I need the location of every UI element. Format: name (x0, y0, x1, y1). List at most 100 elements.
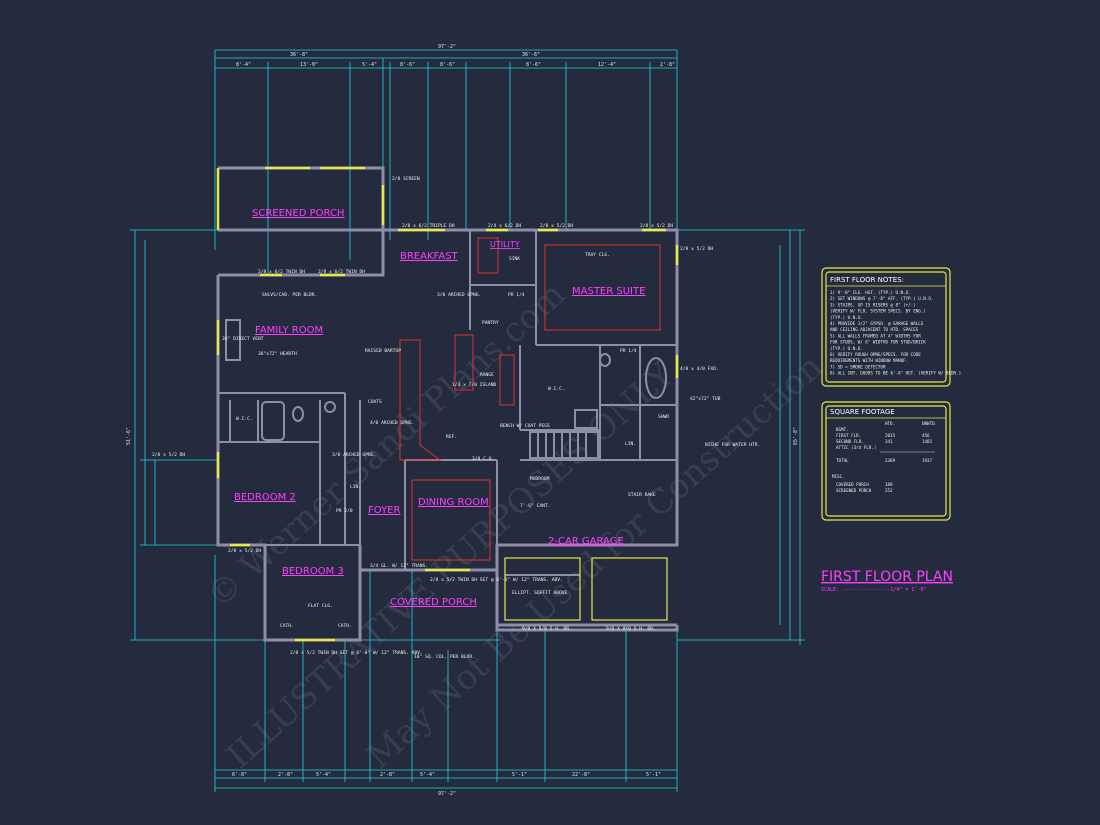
sqft-misc-value: 189 (885, 482, 893, 487)
note-dh-bed2b: 2/8 x 5/2 DH (228, 548, 261, 554)
dim-bottom-7: 22'-8" (572, 772, 590, 778)
sqft-total-label: TOTAL (836, 458, 849, 463)
notes-line: (TYP.) U.N.O. (830, 315, 863, 320)
notes-line: 8) ALL INT. DOORS TO BE 6'-8" HGT. (VERI… (830, 371, 961, 376)
sqft-row-label: ATTIC (3rd FLR.) (836, 445, 876, 450)
room-family-room: FAMILY ROOM (255, 325, 323, 336)
dim-bottom-4: 2'-8" (380, 772, 395, 778)
dim-top-5: 8'-6" (440, 62, 455, 68)
dim-top-2: 13'-0" (300, 62, 318, 68)
dim-side-left: 51'-6" (126, 427, 132, 445)
stairs (529, 431, 599, 459)
dim-side-right: 65'-8" (793, 427, 799, 445)
notes-line: 4) PROVIDE 1/2" GYPSD. @ GARAGE WALLS (830, 321, 924, 326)
plan-title-block: FIRST FLOOR PLAN SCALE: ----------------… (821, 569, 953, 593)
note-twin-dh-2: 2/8 x 6/2 TWIN DH (318, 269, 365, 275)
note-dh-d: 2/8 x 5/2 DH (680, 246, 713, 252)
dim-top-8: 2'-8" (660, 62, 675, 68)
note-co: 3/0 C.O. (472, 456, 494, 462)
dim-bottom-5: 5'-4" (420, 772, 435, 778)
note-pr14a: PR 1/4 (508, 292, 525, 298)
room-lin-2: LIN. (625, 441, 636, 447)
note-niche: NICHE FOR WATER HTR. (705, 442, 760, 448)
dim-bottom-8: 5'-1" (646, 772, 661, 778)
notes-lines: 1) 9'-0" CLG. HGT. (TYP.) U.N.O.2) SET W… (830, 290, 961, 376)
plan-scale: SCALE: ----------------1/4" = 1'-0" (821, 587, 926, 593)
note-direct-vent: 36" DIRECT VENT (222, 336, 264, 342)
note-stair: STAIR RAKE (628, 492, 656, 498)
note-arched-opng-3: 3/0 ARCHED OPNG. (332, 452, 376, 458)
dim-overall-bottom: 97'-2" (438, 791, 456, 797)
dim-top-4: 8'-6" (400, 62, 415, 68)
interior-walls (218, 230, 677, 576)
dim-left-block: 36'-8" (290, 52, 308, 58)
room-wic-2: W.I.C. (548, 386, 565, 392)
room-utility: UTILITY (490, 240, 520, 249)
note-tray-clg: TRAY CLG. (585, 252, 610, 258)
dim-overall-top: 97'-2" (438, 44, 456, 50)
sqft-misc-label: COVERED PORCH (836, 482, 869, 487)
note-ref: REF. (446, 434, 457, 440)
note-shelves: SHLVS/CAB. PER BLDR. (262, 292, 317, 298)
room-wic-1: W.I.C. (236, 416, 253, 422)
room-labels: SCREENED PORCH BREAKFAST MASTER SUITE FA… (234, 208, 645, 608)
note-ellipt: ELLIPT. SOFFIT ABOVE (512, 590, 568, 596)
notes-line: 5) ALL WALLS FRAMED AT 4" WIDTHS FOR (830, 333, 921, 338)
sqft-misc-label: SCREENED PORCH (836, 488, 872, 493)
note-arched-opng-2: 4/0 ARCHED OPNG. (370, 420, 414, 426)
sqft-row-unhtd: 456 (922, 433, 930, 438)
garage-door-left (504, 557, 581, 621)
note-hearth: 36"x72" HEARTH (258, 351, 297, 357)
room-mudroom: MUDROOM (530, 476, 550, 482)
square-footage-box: SQUARE FOOTAGE HTD. UNHTD. BSMT.FIRST FL… (821, 401, 951, 521)
note-tub: 42"x72" TUB (690, 396, 721, 402)
dim-top-1: 8'-4" (236, 62, 251, 68)
sqft-misc-value: 252 (885, 488, 893, 493)
notes-line: 1) 9'-0" CLG. HGT. (TYP.) U.N.O. (830, 290, 911, 295)
watermark: © Werner Sandi Plans.com ILLUSTRATIVE PU… (199, 274, 830, 776)
note-flat-clg: FLAT CLG. (308, 603, 333, 609)
note-triple-dh: 2/8 x 6/2 TRIPLE DH (402, 223, 455, 229)
dim-bottom-6: 5'-1" (512, 772, 527, 778)
dim-right-block: 36'-6" (522, 52, 540, 58)
notes-line: AND CEILING ADJACENT TO HTD. SPACES (830, 327, 919, 332)
sqft-col-unhtd: UNHTD. (922, 421, 937, 426)
kitchen-cabinetry (399, 237, 661, 561)
top-dimensions: 97'-2" 36'-8" 36'-6" 8'-4" 13'-0" 5'-4" … (214, 44, 678, 275)
notes-title: FIRST FLOOR NOTES: (830, 276, 904, 284)
note-twin-front: 2/8 x 5/2 TWIN DH SET @ 6'-8" W/ 12" TRA… (430, 577, 563, 583)
sqft-title: SQUARE FOOTAGE (830, 408, 895, 416)
note-island: 1/3 x 7/0 ISLAND (452, 382, 496, 388)
note-dh-a: 2/4 x 6/2 DH (488, 223, 521, 229)
dim-bottom-2: 2'-8" (278, 772, 293, 778)
note-pr14b: PR 1/4 (620, 348, 637, 354)
note-twin-dh-1: 2/8 x 6/2 TWIN DH (258, 269, 305, 275)
notes-line: 2) SET WINDOWS @ 7'-8" AFF. (TYP.) U.N.O… (830, 296, 933, 301)
note-cant: 7'-6" CANT. (520, 503, 550, 509)
note-dh-b: 2/8 x 5/2 DH (540, 223, 573, 229)
note-range: RANGE (480, 372, 494, 378)
room-lin-1: LIN. (350, 484, 361, 490)
sqft-row-unhtd: 1481 (922, 439, 933, 444)
note-garage-door-1: 9/0 X 8/0 O.H. DR. (522, 626, 572, 632)
side-dimensions: 51'-6" 65'-8" (126, 229, 805, 645)
note-twin-bed3: 2/8 x 5/2 TWIN DH SET @ 6'-8" W/ 12" TRA… (290, 650, 423, 656)
note-garage-door-2: 9/0 X 8/0 O.H. DR. (606, 626, 656, 632)
dim-top-6: 8'-6" (526, 62, 541, 68)
notes-line: (VERIFY W/ FLR. SYSTEM SPECS. BY ENG.) (830, 309, 926, 314)
notes-line: 3) STAIRS, UP 15 RISERS @ 8" (+/-) (830, 302, 916, 307)
room-bedroom-2: BEDROOM 2 (234, 492, 296, 503)
notes-line: (TYP.) U.N.O. (830, 346, 863, 351)
room-covered-porch: COVERED PORCH (390, 597, 477, 608)
room-foyer: FOYER (368, 505, 401, 516)
note-pr20: PR 2/0 (336, 508, 353, 514)
sqft-row-label: FIRST FLR. (836, 433, 861, 438)
annotations: 2/8 SCREEN 2/8 x 6/2 TRIPLE DH 2/4 x 6/2… (152, 176, 760, 660)
sqft-misc-label: MISC. (832, 474, 845, 479)
note-dh-bed2: 2/8 x 5/2 DH (152, 452, 185, 458)
sqft-row-label: SECOND FLR. (836, 439, 864, 444)
dim-bottom-3: 5'-4" (316, 772, 331, 778)
sqft-row-label: BSMT. (836, 427, 849, 432)
notes-line: 7) SD = SMOKE DETECTOR (830, 364, 886, 369)
